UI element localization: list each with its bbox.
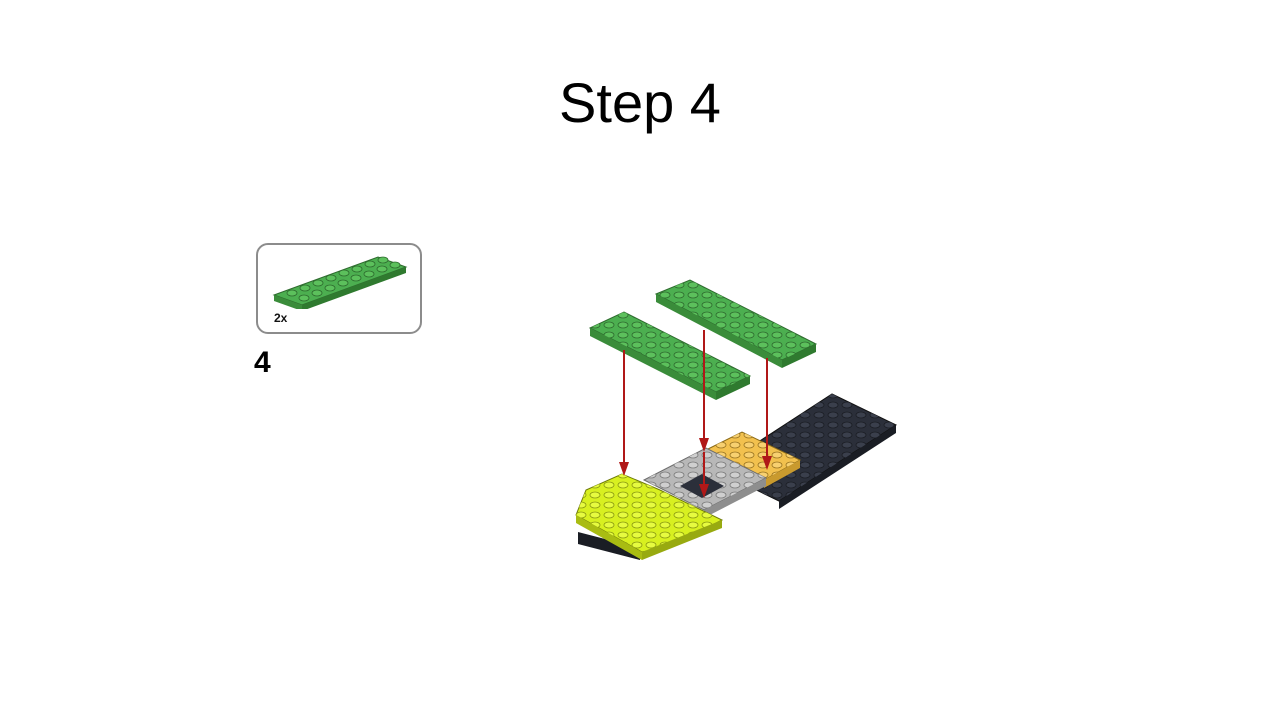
arrow-2a-head [699,438,709,452]
green-plate-icon [272,256,408,309]
step-title: Step 4 [559,71,721,134]
arrow-1-head [619,462,629,476]
parts-callout: 2x [256,243,422,334]
yellow-plate [704,431,802,488]
arrow-3-head [762,456,772,470]
arrow-2b-head [699,484,709,498]
green-plate-back [654,279,818,368]
green-plate-front [588,311,752,400]
lime-wedge-plate [575,473,724,560]
placement-arrows [619,330,772,498]
step-number: 4 [254,346,271,379]
part-quantity: 2x [274,311,288,325]
